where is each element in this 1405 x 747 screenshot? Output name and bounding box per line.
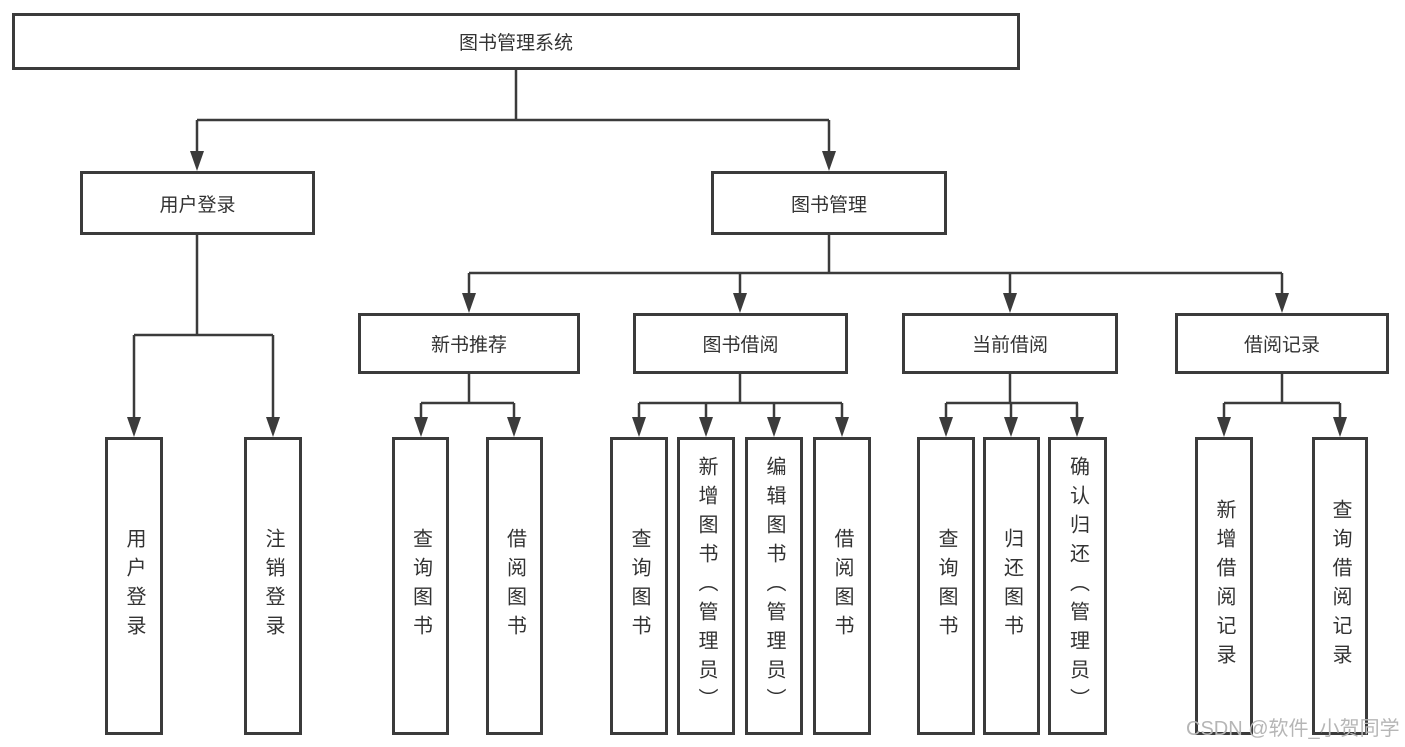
edge-newbookrec-to-leaves xyxy=(419,373,516,419)
leaf-user-login: 用户登录 xyxy=(105,437,163,735)
edge-borrowrecord-to-leaves xyxy=(1222,373,1342,419)
arrow-down-icon xyxy=(733,293,747,313)
node-current-borrow: 当前借阅 xyxy=(902,313,1118,374)
leaf-add-borrow-record: 新增借阅记录 xyxy=(1195,437,1253,735)
node-book-management-label: 图书管理 xyxy=(790,194,867,216)
arrow-down-icon xyxy=(1070,417,1084,437)
arrow-down-icon xyxy=(507,417,521,437)
arrow-down-icon xyxy=(822,151,836,171)
arrow-down-icon xyxy=(632,417,646,437)
edge-root-to-level2 xyxy=(195,70,831,153)
arrow-down-icon xyxy=(462,293,476,313)
leaf-query-book-3-label: 查询图书 xyxy=(935,528,957,644)
node-root-label: 图书管理系统 xyxy=(458,33,573,54)
arrow-down-icon xyxy=(190,151,204,171)
arrow-down-icon xyxy=(1003,293,1017,313)
tree-edges xyxy=(132,70,1342,419)
leaf-query-book-3: 查询图书 xyxy=(917,437,975,735)
arrow-down-icon xyxy=(767,417,781,437)
leaf-query-book-2: 查询图书 xyxy=(610,437,668,735)
node-borrow-record-label: 借阅记录 xyxy=(1243,335,1320,356)
leaf-borrow-book-2: 借阅图书 xyxy=(813,437,871,735)
leaf-user-login-label: 用户登录 xyxy=(123,528,145,644)
node-root: 图书管理系统 xyxy=(12,13,1020,70)
node-book-borrow-label: 图书借阅 xyxy=(702,335,779,356)
leaf-edit-book-admin: 编辑图书（管理员） xyxy=(745,437,803,735)
leaf-borrow-book-1-label: 借阅图书 xyxy=(503,528,526,644)
node-user-login-label: 用户登录 xyxy=(159,194,236,216)
leaf-borrow-book-2-label: 借阅图书 xyxy=(831,528,853,644)
arrow-down-icon xyxy=(1275,293,1289,313)
edge-bookborrow-to-leaves xyxy=(637,373,844,419)
node-book-borrow: 图书借阅 xyxy=(633,313,848,374)
leaf-query-borrow-record: 查询借阅记录 xyxy=(1312,437,1368,735)
leaf-add-book-admin-label: 新增图书（管理员） xyxy=(695,455,717,717)
arrow-down-icon xyxy=(835,417,849,437)
leaf-borrow-book-1: 借阅图书 xyxy=(486,437,543,735)
edge-bookmgmt-to-level3 xyxy=(467,235,1284,295)
leaf-query-book-1-label: 查询图书 xyxy=(409,528,432,644)
leaf-return-book: 归还图书 xyxy=(983,437,1040,735)
edge-userlogin-to-leaves xyxy=(132,235,275,419)
node-user-login: 用户登录 xyxy=(80,171,315,235)
leaf-query-borrow-record-label: 查询借阅记录 xyxy=(1329,499,1351,673)
arrow-down-icon xyxy=(939,417,953,437)
leaf-logout: 注销登录 xyxy=(244,437,302,735)
edge-currentborrow-to-leaves xyxy=(944,373,1079,419)
leaf-add-borrow-record-label: 新增借阅记录 xyxy=(1213,499,1235,673)
leaf-query-book-1: 查询图书 xyxy=(392,437,449,735)
leaf-query-book-2-label: 查询图书 xyxy=(628,528,650,644)
leaf-confirm-return-admin-label: 确认归还（管理员） xyxy=(1066,455,1089,717)
arrow-down-icon xyxy=(414,417,428,437)
node-book-management: 图书管理 xyxy=(711,171,947,235)
arrowheads xyxy=(127,151,1347,437)
arrow-down-icon xyxy=(1004,417,1018,437)
arrow-down-icon xyxy=(699,417,713,437)
leaf-logout-label: 注销登录 xyxy=(262,528,284,644)
node-new-book-recommend: 新书推荐 xyxy=(358,313,580,374)
arrow-down-icon xyxy=(266,417,280,437)
node-new-book-recommend-label: 新书推荐 xyxy=(430,335,507,356)
leaf-edit-book-admin-label: 编辑图书（管理员） xyxy=(763,455,785,717)
node-borrow-record: 借阅记录 xyxy=(1175,313,1389,374)
arrow-down-icon xyxy=(1217,417,1231,437)
leaf-add-book-admin: 新增图书（管理员） xyxy=(677,437,735,735)
arrow-down-icon xyxy=(1333,417,1347,437)
leaf-return-book-label: 归还图书 xyxy=(1000,528,1023,644)
arrow-down-icon xyxy=(127,417,141,437)
leaf-confirm-return-admin: 确认归还（管理员） xyxy=(1048,437,1107,735)
node-current-borrow-label: 当前借阅 xyxy=(971,335,1048,356)
csdn-watermark: CSDN @软件_小贺同学 xyxy=(1186,718,1400,740)
